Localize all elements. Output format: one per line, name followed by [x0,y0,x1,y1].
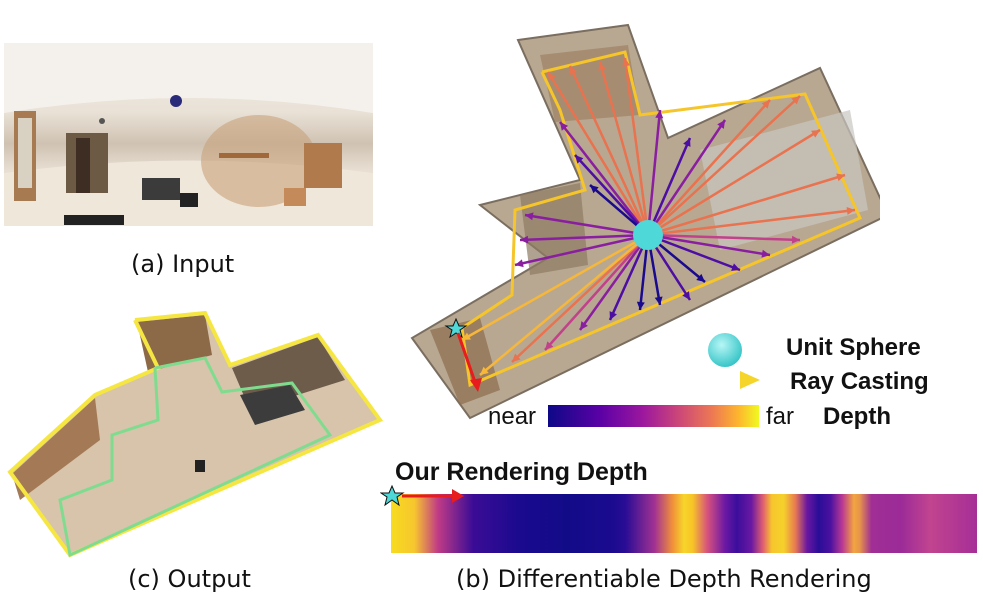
ray-7 [646,109,662,236]
ray-12 [647,128,821,237]
cast-rays [461,57,856,376]
ray-head-23 [580,321,588,330]
ray-14 [647,208,856,237]
ray-head-17 [731,263,740,271]
ray-27 [461,233,649,342]
start-star-icon [444,317,468,339]
ray-head-28 [515,259,524,268]
ray-head-30 [525,212,534,221]
ray-head-16 [761,249,770,258]
ray-5 [574,154,649,236]
ray-30 [524,213,649,237]
ray-head-0 [548,72,556,81]
ray-22 [608,234,650,321]
ray-24 [544,234,649,351]
ray-head-18 [696,273,705,282]
ray-10 [647,99,771,236]
legend-ray-casting: Ray Casting [790,368,929,395]
ray-head-10 [761,100,770,109]
ray-head-26 [480,366,489,375]
ray-head-5 [575,155,584,164]
ray-head-24 [545,341,554,350]
ray-8 [646,137,692,236]
ray-casting-arrow [550,371,760,389]
legend-unit-sphere: Unit Sphere [786,334,921,361]
ray-2 [598,61,650,236]
start-arrow [456,332,478,386]
rendering-depth-strip [391,494,977,553]
ray-head-11 [791,96,800,105]
ray-head-2 [598,62,606,71]
legend-far: far [766,403,795,430]
strip-title: Our Rendering Depth [395,458,648,486]
ray-head-21 [636,301,645,310]
ray-28 [514,233,649,267]
ray-head-4 [560,122,569,131]
ray-0 [546,71,650,236]
ray-head-20 [654,296,663,305]
ray-head-3 [622,58,630,67]
ray-head-27 [462,332,471,340]
strip-start-marker [380,484,464,507]
ray-head-9 [717,120,725,129]
ray-4 [559,121,649,236]
ray-head-29 [520,235,529,244]
ray-13 [647,173,846,237]
ray-15 [647,233,801,242]
ray-head-12 [811,130,820,138]
ray-3 [623,57,650,236]
panorama-scene [4,43,373,226]
ray-head-1 [569,66,577,75]
ray-head-22 [609,311,617,320]
ray-25 [511,234,649,363]
ray-26 [479,234,649,376]
sphere-center [633,220,663,250]
ray-head-15 [791,235,800,244]
output-3d-layout [7,310,384,558]
ray-head-6 [590,185,599,194]
input-panorama [4,43,373,226]
caption-rendering: (b) Differentiable Depth Rendering [456,565,872,593]
wall-outline [7,310,384,558]
ray-29 [519,233,649,242]
legend-near: near [488,403,537,430]
caption-output: (c) Output [128,565,251,593]
ray-head-19 [682,291,690,300]
strip-star-icon [380,484,405,507]
ray-head-25 [512,353,521,362]
ray-23 [578,234,650,331]
ray-head-8 [683,138,691,147]
ray-11 [647,95,801,236]
depth-colorbar [548,405,759,427]
ray-17 [647,233,741,272]
ray-1 [568,65,650,236]
floor-outline [58,356,333,558]
caption-input: (a) Input [131,250,235,278]
ray-head-7 [655,110,664,119]
ray-9 [646,119,727,236]
ray-16 [647,233,771,257]
ray-head-13 [836,173,845,182]
unit-sphere-icon [708,333,742,367]
ray-casting-diagram [410,23,880,420]
ray-head-14 [846,206,855,215]
legend-depth: Depth [823,403,891,430]
